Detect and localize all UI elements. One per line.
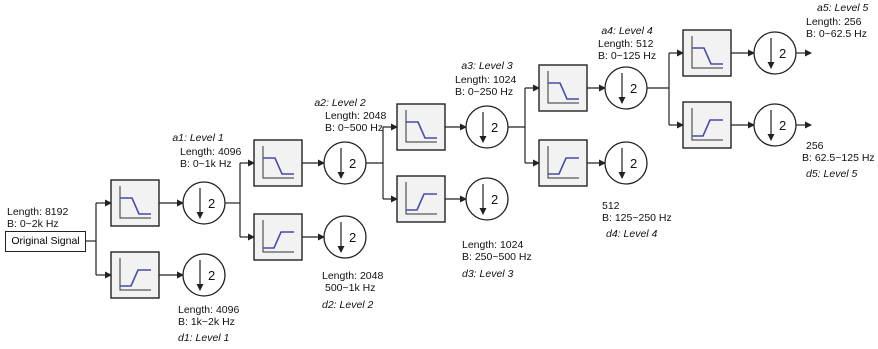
a5-length: Length: 256: [806, 16, 862, 28]
downsample-a2-factor: 2: [349, 156, 356, 171]
lowpass-filter-5-curve: [692, 47, 723, 65]
a5-band: B: 0~62.5 Hz: [806, 28, 867, 40]
highpass-filter-3-curve: [406, 193, 437, 211]
highpass-filter-3-axes: [405, 182, 437, 215]
downsample-d1: [182, 253, 226, 297]
downsample-d2-factor: 2: [349, 230, 356, 245]
a2-title: a2: Level 2: [314, 97, 366, 109]
input-band: B: 0~2k Hz: [7, 218, 59, 230]
highpass-filter-1-axes: [119, 258, 151, 291]
highpass-filter-2-curve: [263, 231, 294, 249]
a3-band: B: 0~250 Hz: [455, 86, 514, 98]
lowpass-filter-3-curve: [406, 121, 437, 139]
a2-length: Length: 2048: [325, 110, 387, 122]
downsample-a1-factor: 2: [208, 196, 215, 211]
downsample-d4: [604, 141, 648, 185]
d2-band: 500~1k Hz: [325, 282, 376, 294]
a3-title: a3: Level 3: [461, 60, 513, 72]
d4-title: d4: Level 4: [606, 228, 658, 240]
highpass-filter-5-axes: [691, 108, 723, 141]
d1-length: Length: 4096: [178, 304, 240, 316]
input-length: Length: 8192: [7, 206, 69, 218]
d4-band: B: 125~250 Hz: [602, 212, 672, 224]
a2-band: B: 0~500 Hz: [325, 122, 384, 134]
d5-length: 256: [806, 140, 824, 152]
lowpass-filter-4-axes: [547, 71, 579, 104]
downsample-d5-factor: 2: [779, 118, 786, 133]
a4-band: B: 0~125 Hz: [598, 50, 657, 62]
highpass-filter-1-curve: [120, 269, 151, 287]
downsample-a4: [604, 66, 648, 110]
downsample-a1: [182, 181, 226, 225]
highpass-filter-4-axes: [547, 146, 579, 179]
a5-title: a5: Level 5: [817, 2, 869, 14]
downsample-d4-factor: 2: [630, 156, 637, 171]
a3-length: Length: 1024: [455, 74, 517, 86]
downsample-a2: [323, 141, 367, 185]
d2-title: d2: Level 2: [322, 299, 374, 311]
downsample-a3-factor: 2: [491, 120, 498, 135]
d3-length: Length: 1024: [462, 239, 524, 251]
highpass-filter-2-axes: [262, 220, 294, 253]
d5-band: B: 62.5~125 Hz: [802, 152, 875, 164]
d3-title: d3: Level 3: [462, 268, 514, 280]
downsample-d1-factor: 2: [208, 268, 215, 283]
d3-band: B: 250~500 Hz: [462, 251, 532, 263]
a4-length: Length: 512: [598, 38, 654, 50]
a1-band: B: 0~1k Hz: [180, 158, 232, 170]
lowpass-filter-4-curve: [548, 82, 579, 100]
downsample-d3-factor: 2: [491, 192, 498, 207]
lowpass-filter-3-axes: [405, 110, 437, 143]
d4-length: 512: [602, 200, 620, 212]
lowpass-filter-5-axes: [691, 36, 723, 69]
d1-title: d1: Level 1: [178, 332, 230, 344]
downsample-d2: [323, 215, 367, 259]
lowpass-filter-1-axes: [119, 186, 151, 219]
a4-title: a4: Level 4: [601, 25, 653, 37]
highpass-filter-4-curve: [548, 157, 579, 175]
downsample-d5: [753, 103, 797, 147]
a1-length: Length: 4096: [180, 146, 242, 158]
highpass-filter-5-curve: [692, 119, 723, 137]
downsample-a3: [465, 105, 509, 149]
a1-title: a1: Level 1: [172, 132, 224, 144]
downsample-d3: [465, 177, 509, 221]
original-signal-box: Original Signal: [5, 231, 86, 252]
lowpass-filter-2-axes: [262, 146, 294, 179]
downsample-a5: [753, 31, 797, 75]
d1-band: B: 1k~2k Hz: [178, 316, 235, 328]
lowpass-filter-2-curve: [263, 157, 294, 175]
downsample-a5-factor: 2: [779, 46, 786, 61]
lowpass-filter-1-curve: [120, 197, 151, 215]
downsample-a4-factor: 2: [630, 81, 637, 96]
d2-length: Length: 2048: [322, 270, 384, 282]
d5-title: d5: Level 5: [806, 168, 858, 180]
